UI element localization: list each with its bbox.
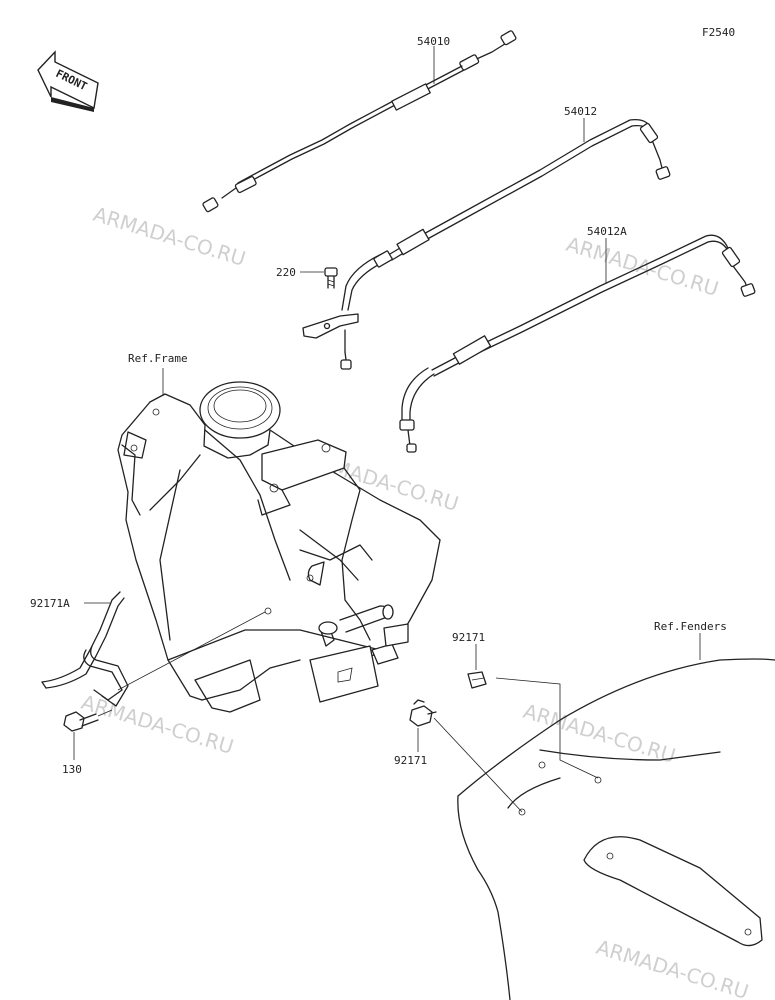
bolt-220[interactable] (324, 267, 338, 289)
clamp-92171-bottom[interactable] (409, 699, 437, 727)
bolt-130[interactable] (63, 711, 99, 732)
part-54010-label: 54010 (417, 35, 450, 48)
part-92171-top-label: 92171 (452, 631, 485, 644)
ref-fenders-label: Ref.Fenders (654, 620, 727, 633)
watermark-4: ARMADA-CO.RU (79, 690, 237, 759)
part-92171a-label: 92171A (30, 597, 70, 610)
part-54012a-label: 54012A (587, 225, 627, 238)
fender (457, 658, 775, 1000)
part-130-label: 130 (62, 763, 82, 776)
part-220-label: 220 (276, 266, 296, 279)
cable-54012[interactable] (302, 118, 671, 370)
front-arrow-icon: FRONT (37, 50, 99, 112)
diagram-code: F2540 (702, 26, 735, 39)
frame (117, 381, 441, 713)
ref-frame-label: Ref.Frame (128, 352, 188, 365)
part-92171-bottom-label: 92171 (394, 754, 427, 767)
watermark-6: ARMADA-CO.RU (594, 935, 752, 1000)
clamp-92171a[interactable] (41, 591, 129, 707)
part-54012-label: 54012 (564, 105, 597, 118)
watermark-1: ARMADA-CO.RU (91, 202, 249, 271)
cable-54010[interactable] (202, 30, 517, 213)
cable-54012a[interactable] (399, 234, 756, 453)
clamp-92171-top[interactable] (467, 671, 487, 689)
